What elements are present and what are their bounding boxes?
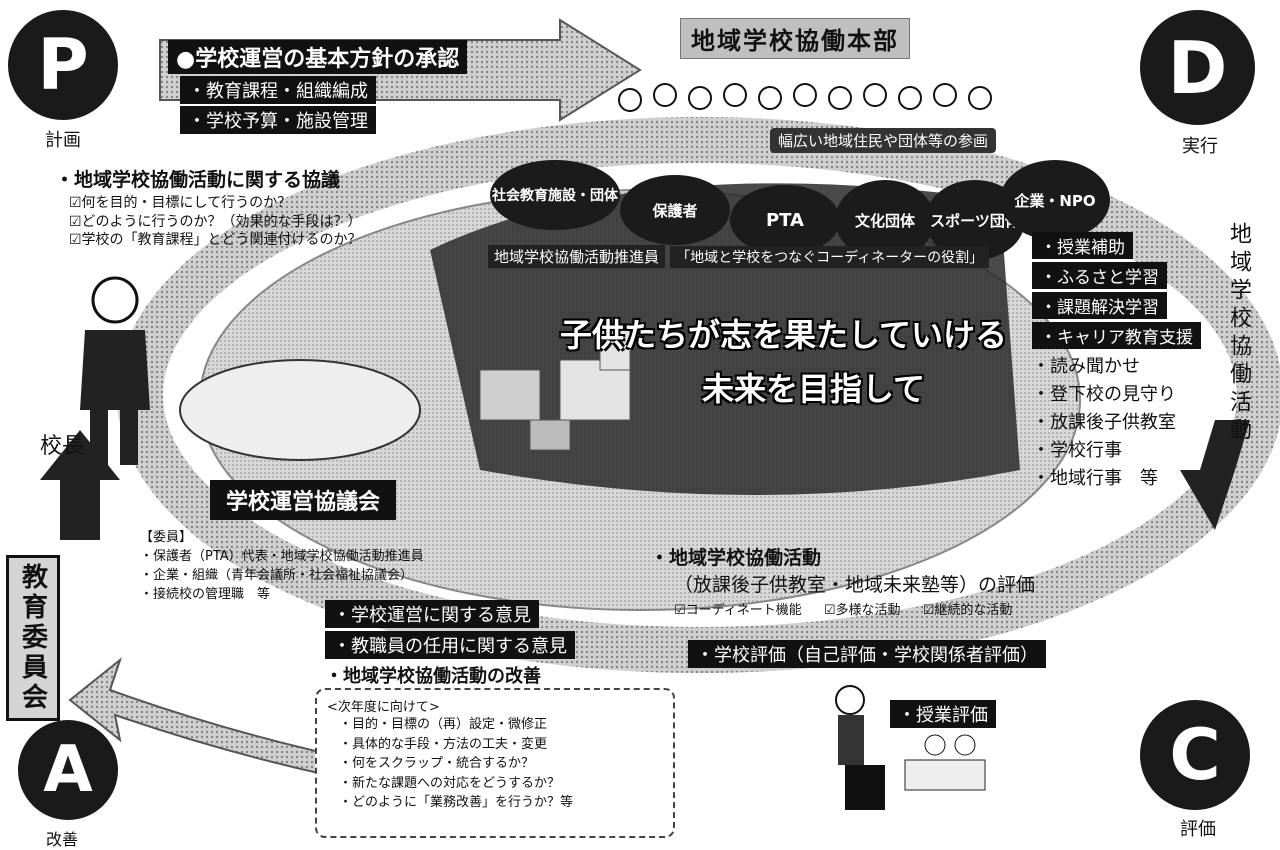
group-social-education: 社会教育施設・団体 <box>490 160 620 230</box>
group-label: 企業・NPO <box>1014 191 1096 210</box>
approval-block: ●学校運営の基本方針の承認 ・教育課程・組織編成 ・学校予算・施設管理 <box>168 40 468 134</box>
deliberation-item: ☑どのように行うのか？（効果的な手段は？） <box>69 213 362 230</box>
deliberation-block: ・地域学校協働活動に関する協議 ☑何を目的・目標にして行うのか？ ☑どのように行… <box>55 168 362 250</box>
activity-item: ・授業補助 <box>1032 232 1133 259</box>
group-label: 保護者 <box>652 201 698 220</box>
evaluation-check: ☑継続的な活動 <box>922 603 1013 618</box>
activity-item: ・学校行事 <box>1032 440 1122 461</box>
deliberation-title: ・地域学校協働活動に関する協議 <box>55 169 341 191</box>
group-label: PTA <box>765 209 804 231</box>
approval-title: ●学校運営の基本方針の承認 <box>168 40 468 74</box>
activity-item: ・読み聞かせ <box>1032 356 1140 377</box>
do-label: 実行 <box>1182 136 1218 157</box>
participation-label: 幅広い地域住民や団体等の参画 <box>770 128 997 153</box>
principal-figure <box>80 276 150 465</box>
school-evaluation: ・学校評価（自己評価・学校関係者評価） <box>688 640 1046 668</box>
check-circle: C <box>1140 700 1250 810</box>
activity-item: ・キャリア教育支援 <box>1032 322 1201 349</box>
deliberation-item: ☑何を目的・目標にして行うのか？ <box>69 194 292 211</box>
group-label: スポーツ団体 <box>930 211 1020 230</box>
activity-item: ・登下校の見守り <box>1032 384 1176 405</box>
next-year-item: ・目的・目標の（再）設定・微修正 <box>339 717 548 732</box>
evaluation-checks: ☑コーディネート機能 ☑多様な活動 ☑継続的な活動 <box>674 599 1035 618</box>
opinion-item: ・地域学校協働活動の改善 <box>325 666 541 687</box>
act-letter: A <box>43 733 93 807</box>
next-year-item: ・どのように「業務改善」を行うか？等 <box>339 795 574 810</box>
group-label: 文化団体 <box>854 211 915 230</box>
act-circle: A <box>18 720 118 820</box>
evaluation-block: ・地域学校協働活動 （放課後子供教室・地域未来塾等）の評価 ☑コーディネート機能… <box>650 543 1035 618</box>
evaluation-check: ☑コーディネート機能 <box>674 603 802 618</box>
board-label: 教育委員会 <box>17 563 48 713</box>
plan-circle: P <box>8 10 118 120</box>
approval-item: ・学校予算・施設管理 <box>180 106 376 134</box>
slogan-line2: 未来を目指して <box>702 370 926 408</box>
activity-item: ・地域行事 等 <box>1032 468 1158 489</box>
group-label: 社会教育施設・団体 <box>492 188 618 204</box>
arrow-do-to-check <box>1180 420 1250 530</box>
group-pta: PTA <box>730 185 840 255</box>
do-circle: D <box>1140 10 1255 125</box>
building-shape <box>599 329 631 371</box>
act-label: 改善 <box>46 830 79 849</box>
hq-title: 地域学校協働本部 <box>680 18 910 59</box>
activity-item: ・ふるさと学習 <box>1032 262 1167 289</box>
council-member: ・保護者（PTA）代表・地域学校協働活動推進員 <box>140 549 424 564</box>
principal-label: 校長 <box>40 434 85 459</box>
activity-item: ・課題解決学習 <box>1032 292 1167 319</box>
do-letter: D <box>1167 25 1228 110</box>
council-member: ・接続校の管理職 等 <box>140 587 271 602</box>
next-year-header: <次年度に向けて> <box>327 700 440 715</box>
opinions-block: ・学校運営に関する意見 ・教職員の任用に関する意見 ・地域学校協働活動の改善 <box>325 600 575 688</box>
class-evaluation: ・授業評価 <box>890 700 996 728</box>
meeting-table <box>179 359 421 461</box>
people-row <box>618 83 992 112</box>
opinion-item: ・学校運営に関する意見 <box>325 600 539 628</box>
activities-list: ・授業補助 ・ふるさと学習 ・課題解決学習 ・キャリア教育支援 ・読み聞かせ ・… <box>1032 232 1201 492</box>
coordinator-block: 地域学校協働活動推進員 「地域と学校をつなぐコーディネーターの役割」 <box>488 238 990 268</box>
next-year-box: <次年度に向けて> ・目的・目標の（再）設定・微修正 ・具体的な手段・方法の工夫… <box>315 688 675 838</box>
plan-letter: P <box>37 24 89 106</box>
student-figure <box>904 734 986 791</box>
group-companies-npo: 企業・NPO <box>1000 160 1110 240</box>
teacher-figure <box>835 685 885 810</box>
check-letter: C <box>1169 714 1221 796</box>
evaluation-title: ・地域学校協働活動 <box>650 547 822 569</box>
opinion-item: ・教職員の任用に関する意見 <box>325 631 575 659</box>
council-members-header: 【委員】 <box>140 530 193 545</box>
evaluation-subtitle: （放課後子供教室・地域未来塾等）の評価 <box>674 574 1036 596</box>
next-year-item: ・新たな課題への対応をどうするか？ <box>339 775 561 791</box>
council-member: ・企業・組織（青年会議所・社会福祉協議会） <box>140 568 414 583</box>
deliberation-item: ☑学校の「教育課程」とどう関連付けるのか？ <box>69 232 362 249</box>
council-title: 学校運営協議会 <box>210 480 397 520</box>
evaluation-check: ☑多様な活動 <box>823 603 901 618</box>
approval-item: ・教育課程・組織編成 <box>180 76 376 104</box>
group-guardians: 保護者 <box>620 175 730 245</box>
building-shape <box>479 369 541 421</box>
plan-label: 計画 <box>45 130 81 151</box>
slogan: 子供たちが志を果たしていける 未来を目指して <box>560 310 1007 410</box>
building-shape <box>529 419 571 451</box>
board-box: 教育委員会 <box>6 555 60 721</box>
coordinator-title: 地域学校協働活動推進員 <box>488 245 666 268</box>
slogan-line1: 子供たちが志を果たしていける <box>560 316 1008 354</box>
council-block: 学校運営協議会 【委員】 ・保護者（PTA）代表・地域学校協働活動推進員 ・企業… <box>140 480 424 602</box>
next-year-item: ・何をスクラップ・統合するか？ <box>339 756 535 771</box>
activities-vertical-title: 地域学校協働活動 <box>1226 222 1251 446</box>
next-year-item: ・具体的な手段・方法の工夫・変更 <box>339 736 548 752</box>
check-label: 評価 <box>1180 819 1216 840</box>
coordinator-role: 「地域と学校をつなぐコーディネーターの役割」 <box>670 246 990 268</box>
activity-item: ・放課後子供教室 <box>1032 412 1176 433</box>
